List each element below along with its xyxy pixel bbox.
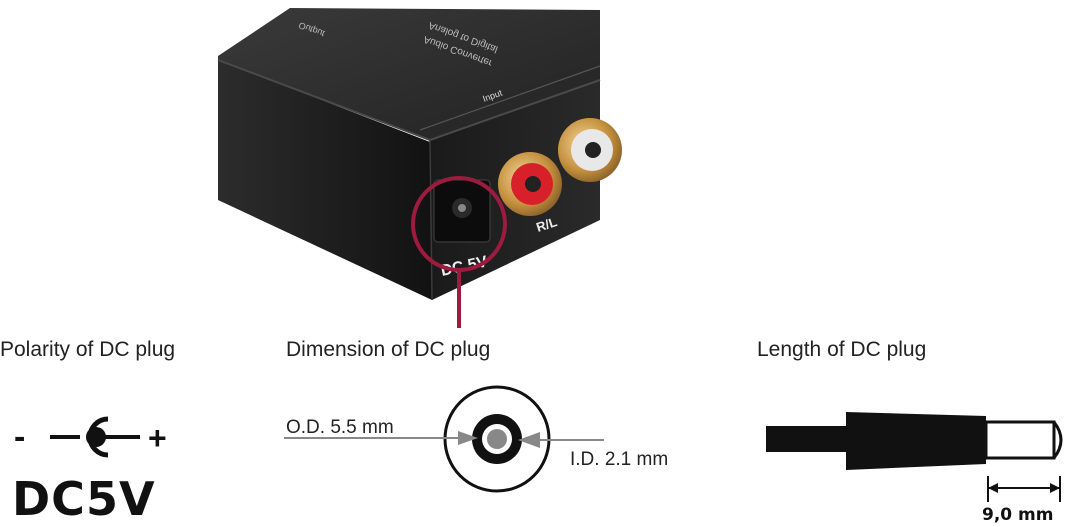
polarity-voltage-label: DC5V: [12, 472, 156, 526]
id-label: I.D. 2.1 mm: [570, 449, 669, 470]
dc-plug-drawing: [766, 412, 1063, 470]
polarity-symbol: - +: [14, 416, 167, 458]
device-side-face: [218, 60, 432, 300]
polarity-minus: -: [14, 418, 25, 456]
polarity-plus: +: [148, 420, 167, 456]
od-arrow: [284, 431, 478, 445]
device-top-face: [218, 8, 600, 140]
id-arrow: [518, 432, 604, 448]
od-label: O.D. 5.5 mm: [286, 417, 394, 438]
length-value: 9,0 mm: [982, 505, 1054, 525]
rca-jack-white: [558, 118, 622, 182]
length-title: Length of DC plug: [757, 338, 927, 361]
polarity-title: Polarity of DC plug: [0, 338, 176, 361]
dc-jack: [433, 179, 491, 243]
rca-jack-red: [498, 152, 562, 216]
length-dimension-line: [987, 476, 1061, 502]
device-rl-label: R/L: [534, 214, 559, 235]
dimension-title: Dimension of DC plug: [286, 338, 491, 361]
